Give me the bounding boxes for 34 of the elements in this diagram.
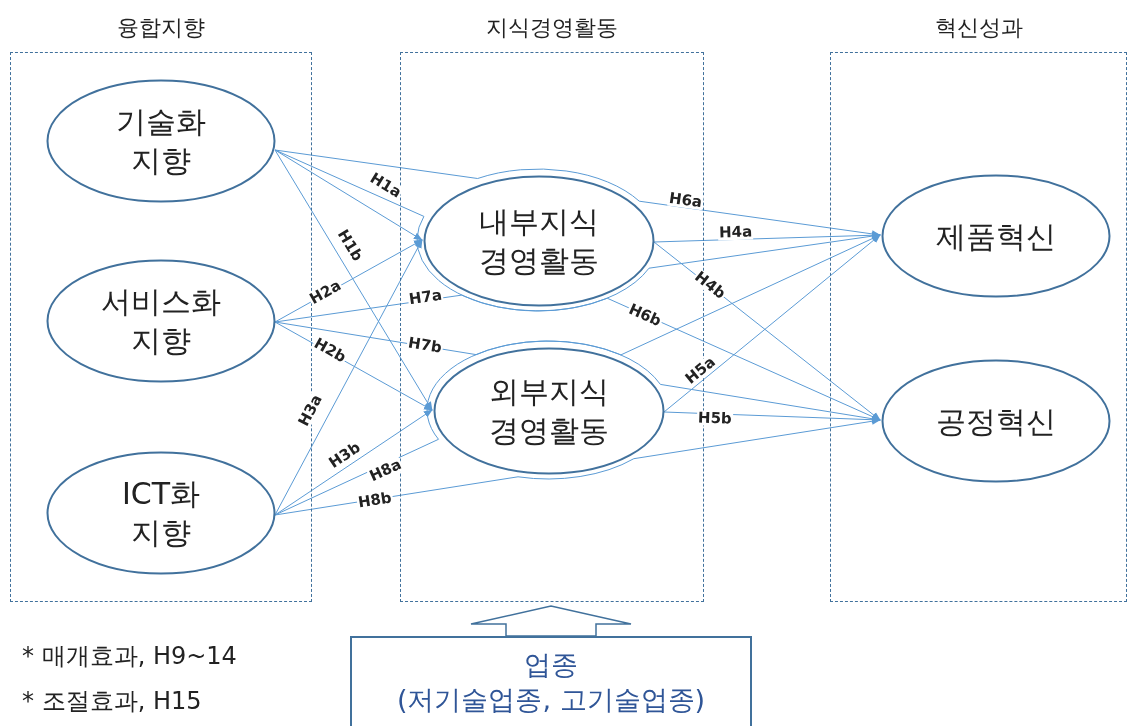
edge-label: H6a [666, 190, 704, 210]
arrow [274, 409, 433, 516]
box-label: 업종 [524, 647, 578, 682]
group-heading: 지식경영활동 [485, 14, 619, 42]
edge-label: H8b [356, 489, 394, 511]
note-text: * 조절효과, H15 [22, 686, 202, 717]
construct-ellipse [46, 79, 276, 203]
arrow [274, 149, 433, 411]
ellipse-label: 기술화 지향 [115, 103, 207, 180]
group-heading: 혁신성과 [933, 14, 1024, 42]
arrow [274, 149, 881, 421]
edge-label: H5b [696, 409, 733, 427]
ellipse-label: ICT화 지향 [120, 475, 202, 552]
note-text: * 매개효과, H9~14 [22, 641, 237, 672]
construct-ellipse [46, 259, 276, 383]
ellipse-label: 제품혁신 [935, 217, 1057, 256]
edge-label: H4a [717, 223, 753, 241]
construct-ellipse [881, 359, 1111, 483]
box-label: (저기술업종, 고기술업종) [396, 683, 706, 717]
edge-label: H3a [295, 391, 325, 429]
construct-ellipse [46, 451, 276, 575]
moderator-box [350, 636, 752, 726]
ellipse-label: 내부지식 경영활동 [478, 203, 600, 280]
arrow [274, 234, 881, 516]
ellipse-label: 외부지식 경영활동 [488, 373, 610, 450]
arrow [274, 417, 881, 516]
block-arrow [470, 605, 632, 637]
arrow [274, 149, 423, 241]
group-heading: 융합지향 [116, 14, 206, 42]
arrow [274, 232, 881, 323]
arrow [274, 149, 881, 238]
ellipse-label: 공정혁신 [935, 402, 1057, 441]
construct-ellipse [881, 174, 1111, 298]
ellipse-label: 서비스화 지향 [100, 283, 222, 360]
